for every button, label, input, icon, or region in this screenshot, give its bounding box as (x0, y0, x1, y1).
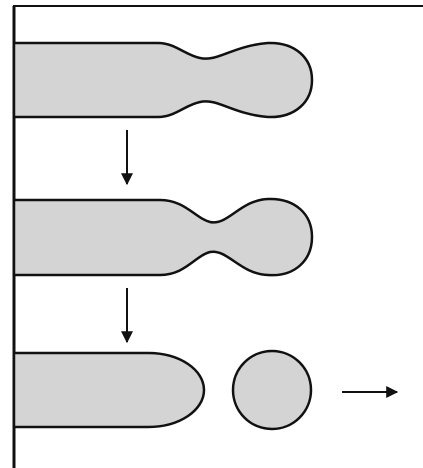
fluid-thread-stage-3 (12, 351, 206, 429)
fluid-thread-stage-1 (12, 41, 314, 119)
fluid-thread-stage-2 (12, 197, 314, 277)
detached-droplet (231, 349, 313, 431)
